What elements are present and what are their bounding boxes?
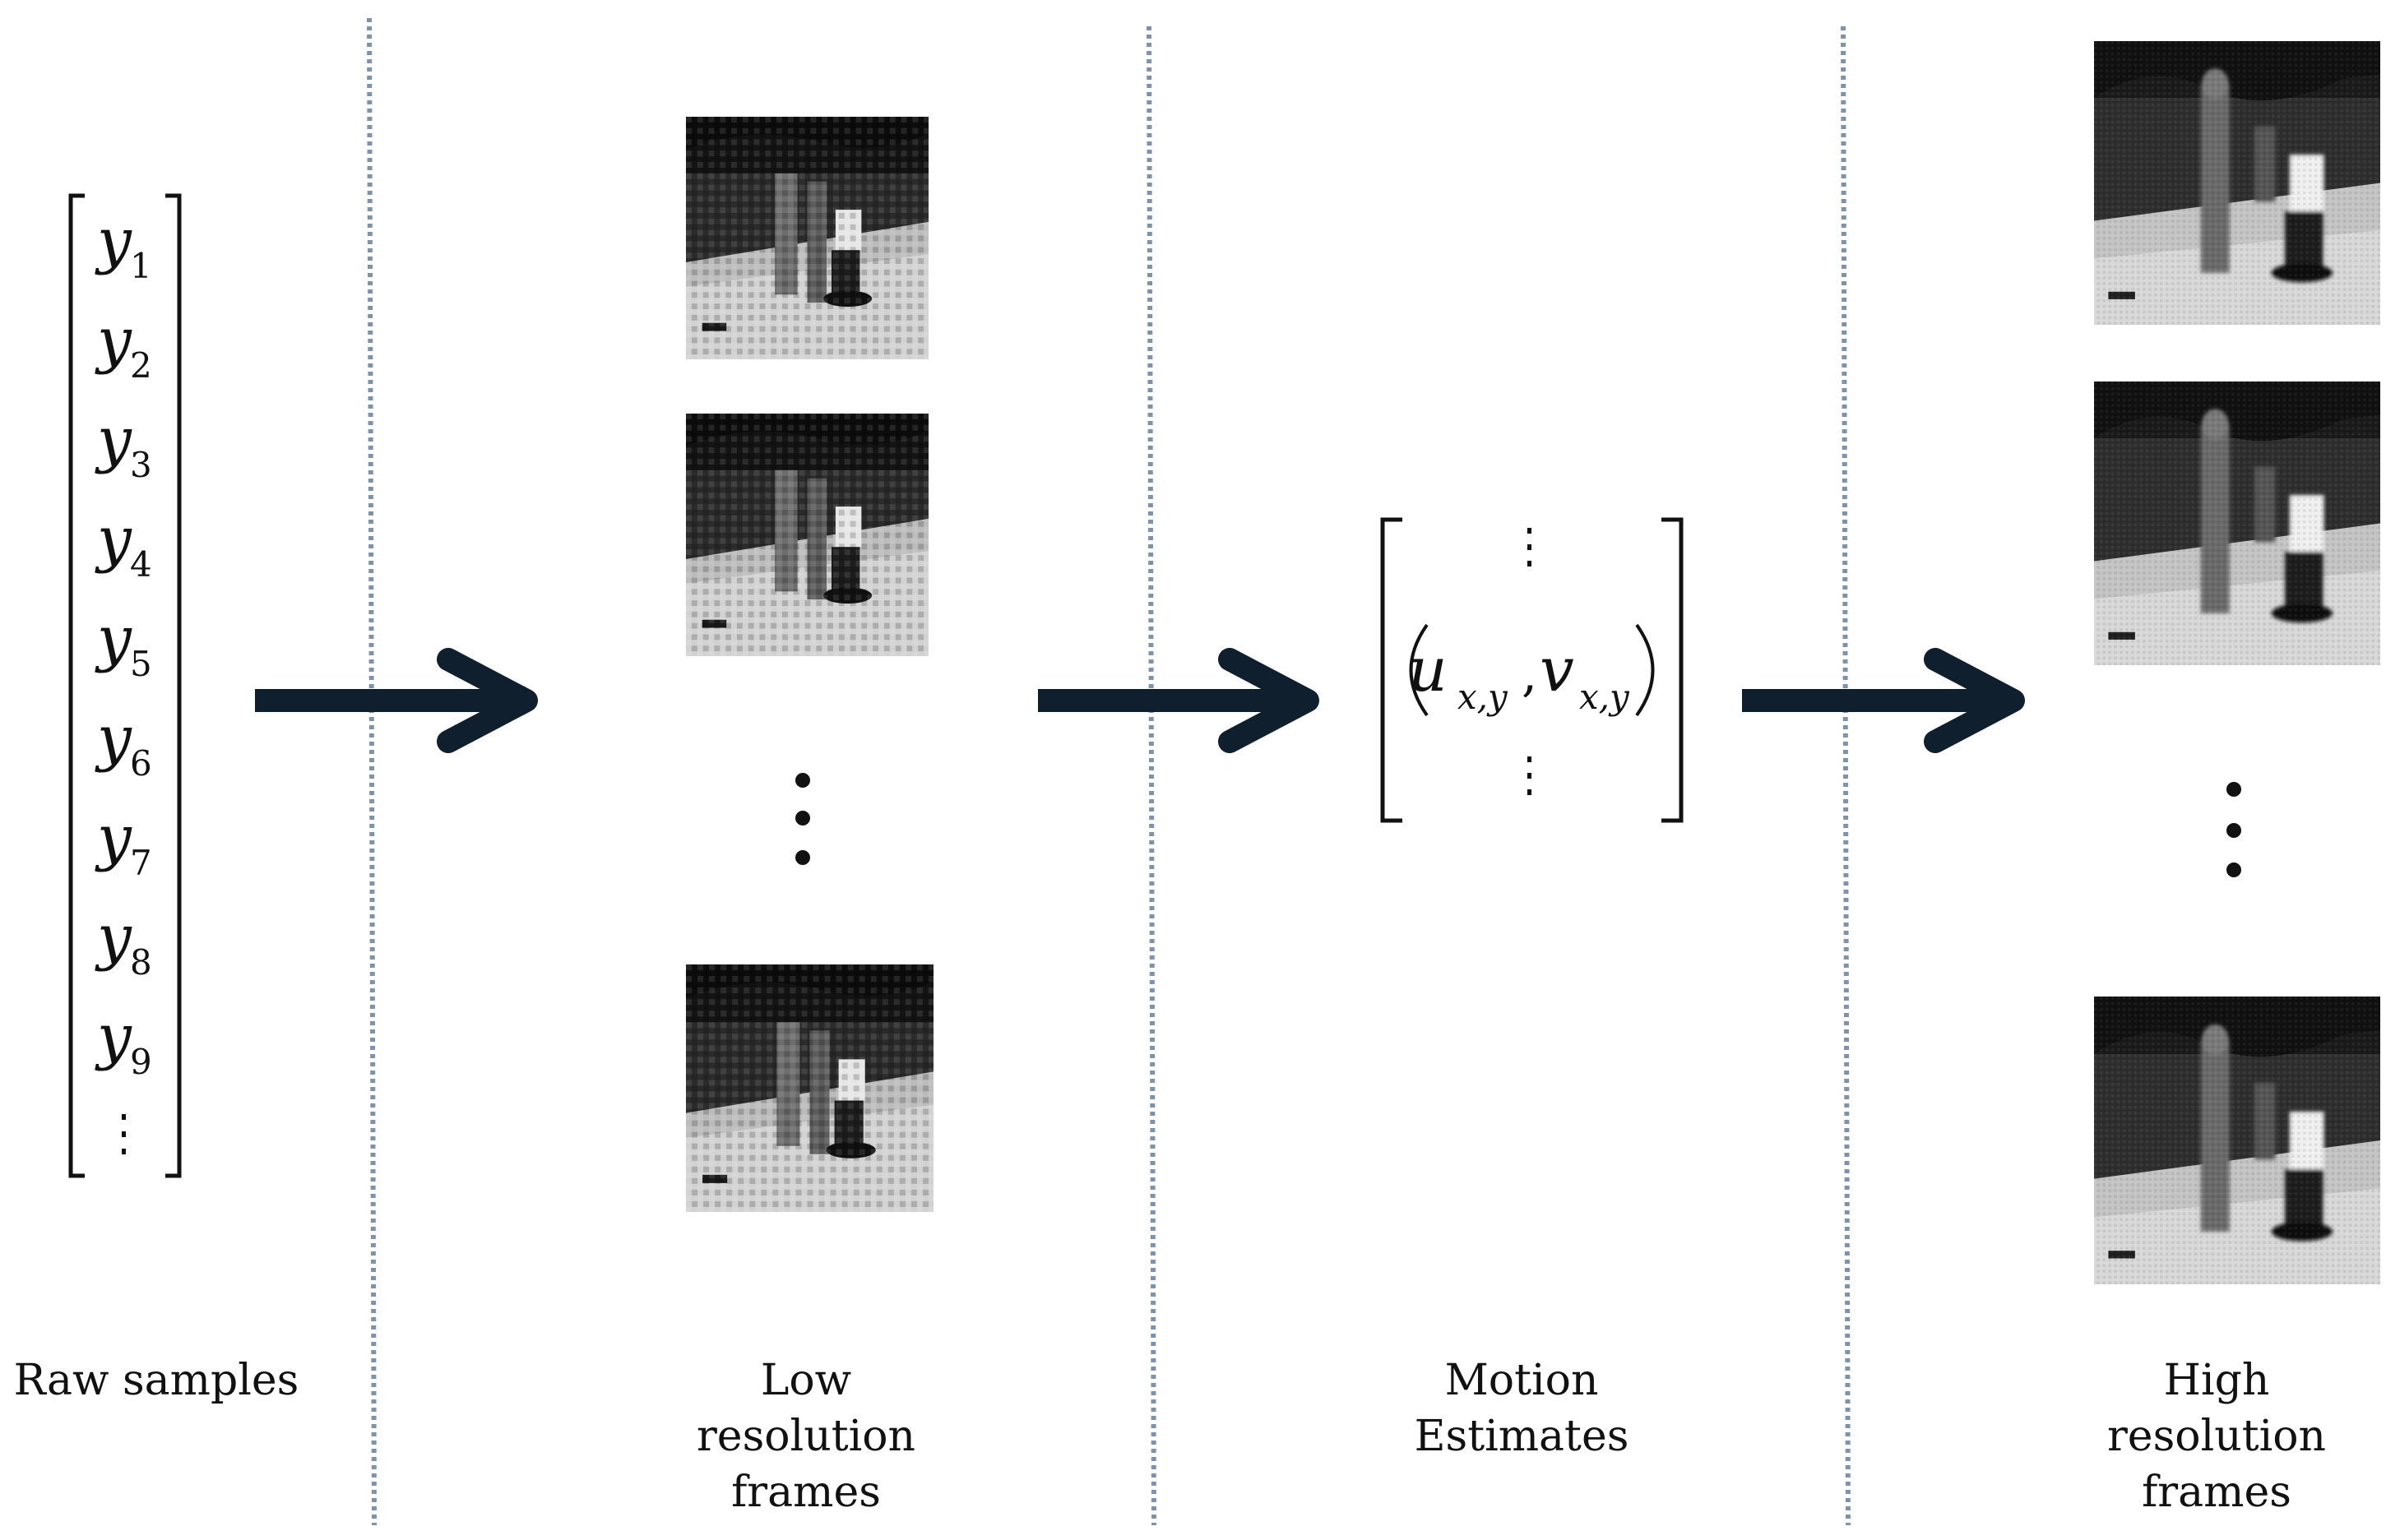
motion-u: u bbox=[1408, 635, 1448, 705]
motion-caption: Motion Estimates bbox=[1357, 1353, 1686, 1464]
low-res-frame-2 bbox=[686, 414, 929, 656]
vector-entry-subscript: 2 bbox=[130, 345, 152, 386]
low-res-ellipsis bbox=[795, 773, 810, 865]
matrix-left-bracket bbox=[1380, 517, 1402, 823]
low-res-caption-line-2: resolution bbox=[696, 1412, 916, 1461]
divider-1 bbox=[367, 17, 377, 1526]
vector-entry-y5: y bbox=[95, 604, 132, 674]
arrow-motion-to-high bbox=[1742, 648, 2025, 753]
raw-samples-caption-text: Raw samples bbox=[13, 1356, 299, 1405]
vector-entry-subscript: 6 bbox=[130, 743, 152, 784]
matrix-right-bracket bbox=[1661, 517, 1684, 823]
divider-3 bbox=[1841, 25, 1851, 1526]
vector-entry-y4: y bbox=[95, 504, 132, 575]
low-res-frame-n bbox=[686, 964, 934, 1212]
vector-continuation-dots bbox=[122, 1114, 126, 1154]
divider-2 bbox=[1147, 25, 1156, 1526]
vector-entry-y3: y bbox=[95, 405, 132, 475]
matrix-top-dots bbox=[1527, 528, 1531, 567]
motion-estimates-matrix: u x,y , v x,y bbox=[1380, 517, 1684, 823]
right-paren bbox=[1635, 623, 1655, 717]
high-res-ellipsis bbox=[2226, 782, 2241, 877]
high-res-frame-n bbox=[2094, 997, 2380, 1284]
vector-entry-y7: y bbox=[95, 802, 132, 873]
vector-right-bracket bbox=[165, 193, 182, 1178]
vector-entry-subscript: 9 bbox=[130, 1042, 152, 1082]
high-res-caption-line-1: High bbox=[2163, 1356, 2270, 1405]
motion-caption-line-2: Estimates bbox=[1414, 1412, 1629, 1461]
vector-entry-y6: y bbox=[95, 703, 132, 774]
motion-u-subscript: x,y bbox=[1457, 677, 1508, 717]
matrix-bottom-dots bbox=[1527, 756, 1531, 795]
vector-entry-y8: y bbox=[95, 902, 132, 973]
vector-entry-subscript: 8 bbox=[130, 942, 152, 983]
motion-caption-line-1: Motion bbox=[1444, 1356, 1599, 1405]
vector-entry-subscript: 7 bbox=[130, 843, 152, 883]
high-resolution-frames bbox=[2094, 41, 2380, 1284]
low-res-caption-line-3: frames bbox=[731, 1468, 881, 1517]
low-resolution-frames bbox=[686, 117, 934, 1212]
vector-entry-subscript: 3 bbox=[130, 445, 152, 485]
flow-arrows bbox=[255, 648, 2025, 753]
vector-entry-subscript: 4 bbox=[130, 544, 152, 585]
vector-left-bracket bbox=[68, 193, 85, 1178]
motion-v-subscript: x,y bbox=[1579, 677, 1630, 717]
left-paren bbox=[1409, 623, 1429, 717]
vector-entry-y9: y bbox=[95, 1001, 132, 1072]
low-res-caption: Low resolution frames bbox=[642, 1353, 971, 1520]
stage-dividers bbox=[367, 17, 1851, 1526]
motion-comma: , bbox=[1522, 645, 1537, 703]
vector-entry-y1: y bbox=[95, 206, 132, 276]
arrow-raw-to-low bbox=[255, 648, 538, 753]
low-res-caption-line-1: Low bbox=[760, 1356, 852, 1405]
high-res-caption-line-3: frames bbox=[2142, 1468, 2291, 1517]
vector-entry-y2: y bbox=[95, 305, 132, 376]
arrow-low-to-motion bbox=[1038, 648, 1319, 753]
raw-samples-caption: Raw samples bbox=[0, 1353, 313, 1408]
motion-v: v bbox=[1540, 635, 1574, 705]
high-res-frame-2 bbox=[2094, 382, 2380, 665]
high-res-frame-1 bbox=[2094, 41, 2380, 325]
vector-entry-subscript: 1 bbox=[130, 246, 152, 286]
high-res-caption: High resolution frames bbox=[2052, 1353, 2381, 1520]
high-res-caption-line-2: resolution bbox=[2106, 1412, 2327, 1461]
low-res-frame-1 bbox=[686, 117, 929, 359]
vector-entry-subscript: 5 bbox=[130, 644, 152, 684]
